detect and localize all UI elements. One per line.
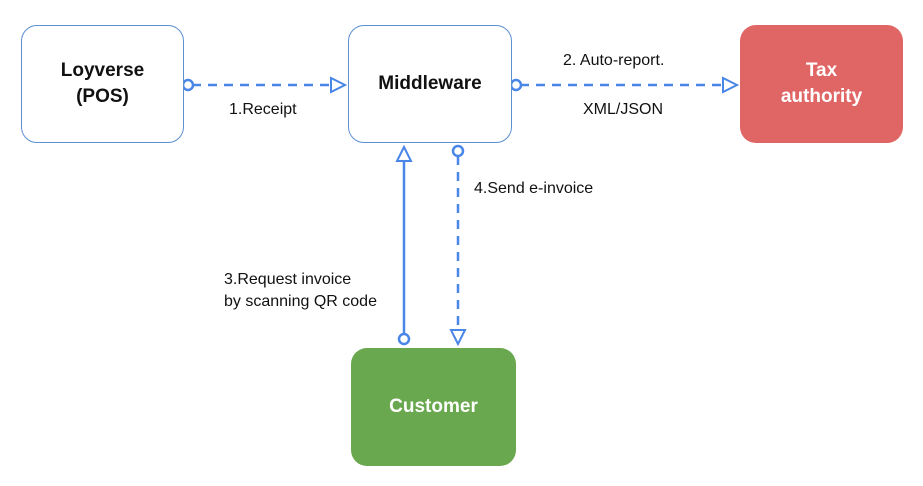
edge-receipt bbox=[181, 76, 348, 94]
edge-auto-report bbox=[509, 76, 740, 94]
node-middleware: Middleware bbox=[348, 25, 512, 143]
edge-request-invoice-label-line2: by scanning QR code bbox=[224, 293, 377, 310]
edge-receipt-start-circle bbox=[181, 78, 195, 92]
edge-auto-report-label: 2. Auto-report. bbox=[563, 52, 665, 69]
edge-send-einvoice-arrowhead bbox=[449, 329, 467, 347]
edge-send-einvoice-label: 4.Send e-invoice bbox=[474, 180, 594, 197]
edge-auto-report-arrowhead bbox=[722, 76, 740, 94]
edge-request-invoice bbox=[395, 144, 413, 346]
node-tax-authority-line1: Tax bbox=[805, 60, 838, 81]
edge-request-invoice-start-circle bbox=[397, 332, 411, 346]
node-customer: Customer bbox=[351, 348, 516, 466]
edge-auto-report-format-label: XML/JSON bbox=[583, 101, 664, 118]
edge-receipt-arrowhead bbox=[330, 76, 348, 94]
node-loyverse-pos: Loyverse (POS) bbox=[21, 25, 184, 143]
edge-request-invoice-arrowhead bbox=[395, 144, 413, 162]
edge-send-einvoice-start-circle bbox=[451, 144, 465, 158]
node-loyverse-pos-subtitle: (POS) bbox=[76, 86, 129, 107]
edge-receipt-label: 1.Receipt bbox=[229, 101, 297, 118]
node-loyverse-pos-title: Loyverse bbox=[60, 60, 145, 81]
node-middleware-label: Middleware bbox=[378, 73, 482, 94]
edge-auto-report-start-circle bbox=[509, 78, 523, 92]
edge-request-invoice-label-line1: 3.Request invoice bbox=[224, 271, 352, 288]
node-tax-authority: Tax authority bbox=[740, 25, 903, 143]
node-customer-label: Customer bbox=[389, 396, 478, 417]
edge-send-einvoice bbox=[449, 144, 467, 347]
node-tax-authority-line2: authority bbox=[780, 86, 863, 107]
edge-request-invoice-label: 3.Request invoice by scanning QR code bbox=[224, 269, 377, 313]
